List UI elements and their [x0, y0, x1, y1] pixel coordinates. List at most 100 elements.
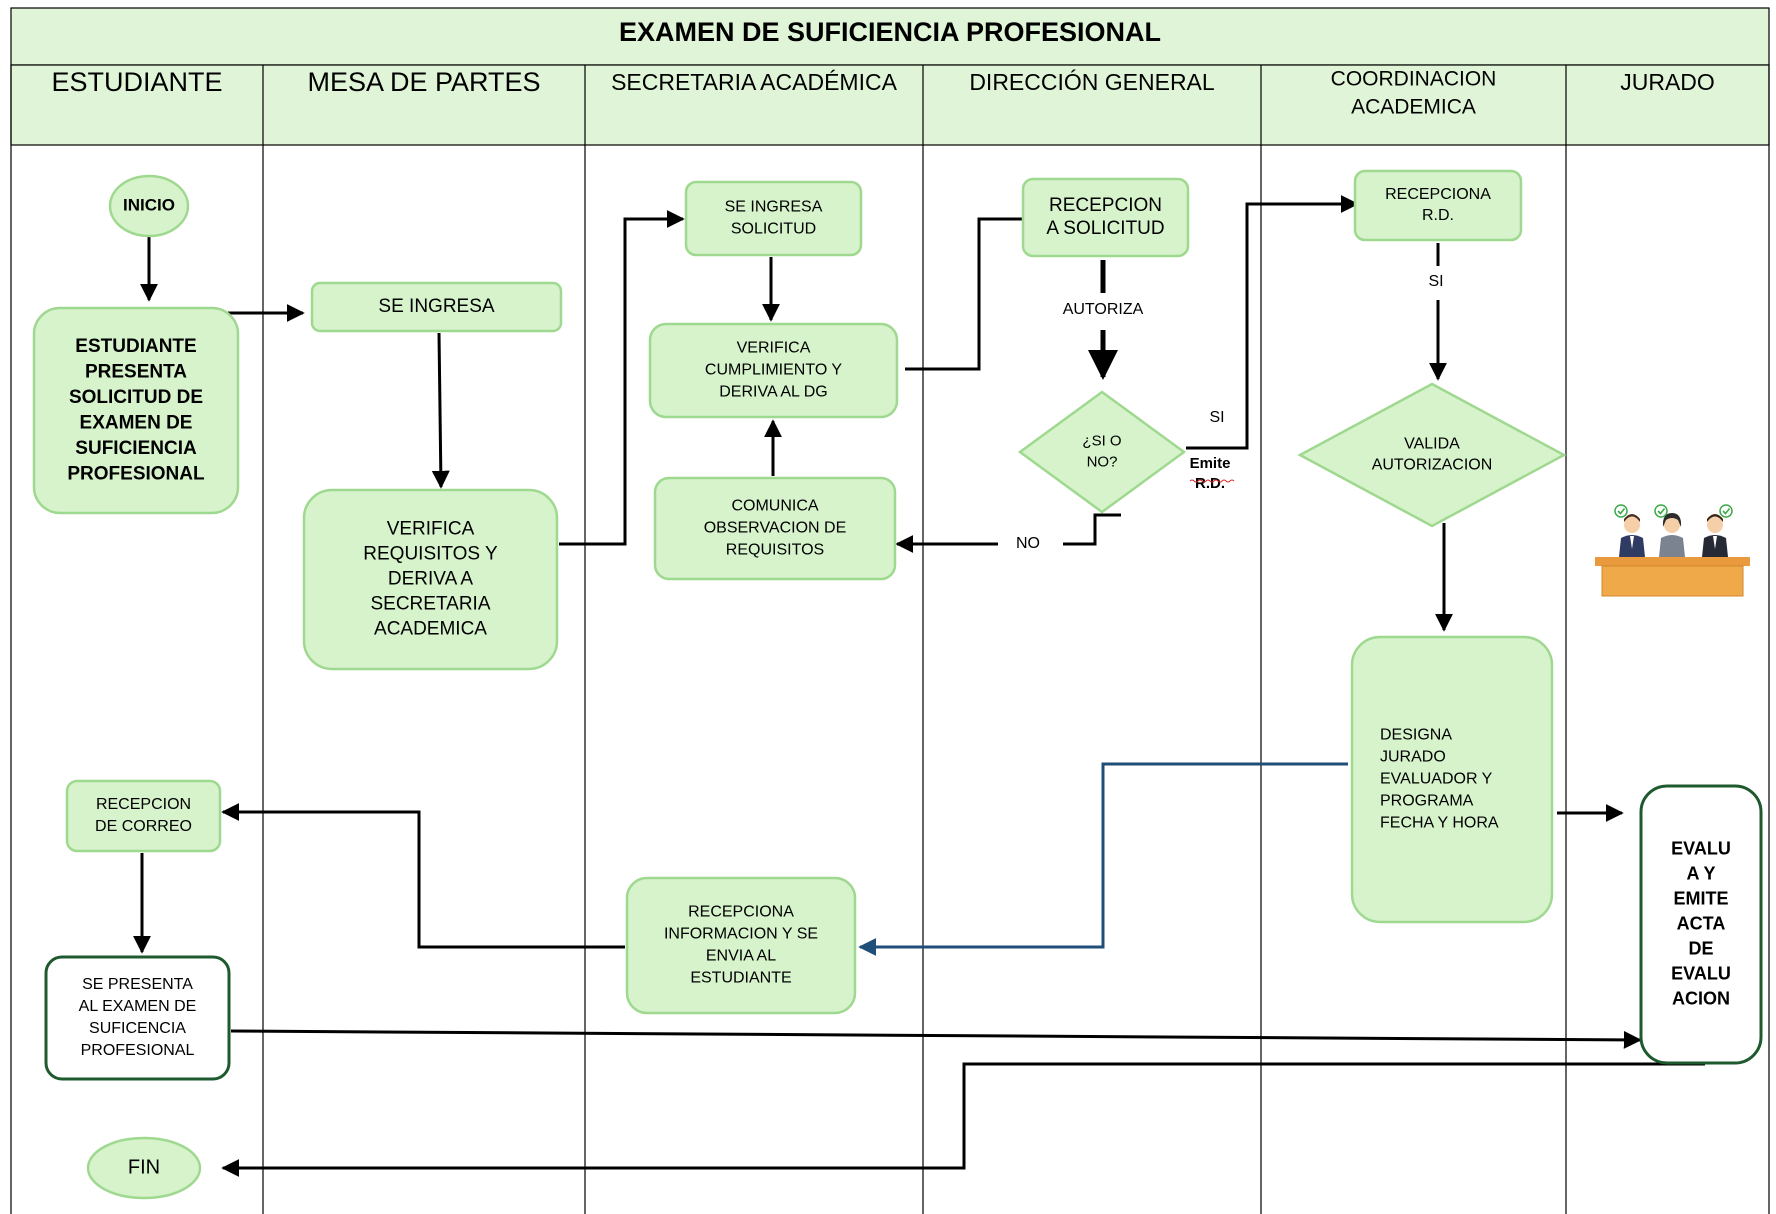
- node-shape: [648, 322, 899, 419]
- lane-header-estudiante-line: ESTUDIANTE: [51, 67, 222, 97]
- node-text-line: VERIFICA: [387, 519, 475, 540]
- node-text-line: ACION: [1672, 988, 1730, 1008]
- label-emite-rd-line: Emite: [1190, 455, 1231, 472]
- node-text-line: NO?: [1087, 453, 1118, 470]
- lane-header-secretaria-academica-line: SECRETARIA ACADÉMICA: [611, 69, 898, 95]
- node-text-line: CUMPLIMIENTO Y: [705, 362, 843, 379]
- label-autoriza: AUTORIZA: [1063, 301, 1144, 318]
- node-text: FIN: [128, 1156, 160, 1178]
- node-text-line: DE CORREO: [95, 818, 192, 835]
- node-shape: [1021, 177, 1190, 258]
- label-no-decision-line: NO: [1016, 535, 1040, 552]
- lane-header-jurado-line: JURADO: [1620, 69, 1715, 95]
- node-text-line: AL EXAMEN DE: [79, 998, 197, 1015]
- node-text-line: REQUISITOS Y: [363, 544, 498, 565]
- node-text-line: SECRETARIA: [370, 594, 490, 615]
- label-emite-rd-line: R.D.: [1195, 475, 1225, 492]
- node-text-line: EVALU: [1671, 963, 1731, 983]
- node-text-line: R.D.: [1422, 207, 1454, 224]
- node-text-line: EVALU: [1671, 838, 1731, 858]
- swimlanes: ESTUDIANTE MESA DE PARTES SECRETARIA ACADÉ…: [10, 65, 1770, 1214]
- lane-header-coordinacion-academica: COORDINACION ACADEMICA: [1331, 68, 1497, 119]
- label-pad: [1005, 531, 1051, 557]
- label-no-decision: NO: [1016, 535, 1040, 552]
- edge-verifica-sa: [559, 210, 685, 546]
- label-autoriza-line: AUTORIZA: [1063, 301, 1144, 318]
- node-text-line: ACTA: [1677, 913, 1726, 933]
- node-fin: FIN: [86, 1136, 202, 1200]
- node-shape: [310, 281, 563, 333]
- node-text-line: JURADO: [1380, 749, 1446, 766]
- lane-header-mesa-de-partes: MESA DE PARTES: [307, 67, 540, 97]
- node-text-line: ACADEMICA: [374, 619, 487, 640]
- node-shape: [684, 180, 863, 257]
- node-text-line: SE INGRESA: [725, 199, 823, 216]
- edge-decision-si-recepciona: [1186, 195, 1359, 450]
- node-se-ingresa: SE INGRESA: [310, 281, 563, 333]
- edge-cumpl-recepcion: [905, 210, 1058, 371]
- jury-panel-icon: [1595, 504, 1750, 597]
- node-text-line: INICIO: [123, 195, 175, 214]
- node-text-line: ENVIA AL: [706, 948, 776, 965]
- node-text-line: EMITE: [1673, 888, 1728, 908]
- edge-designa-recepciona: [858, 762, 1348, 956]
- node-text-line: SUFICIENCIA: [75, 438, 197, 459]
- node-text-line: VERIFICA: [737, 340, 811, 357]
- node-text-line: EVALUADOR Y: [1380, 771, 1493, 788]
- edge-decision-no: [1063, 513, 1121, 546]
- node-text: INICIO: [123, 195, 175, 214]
- node-text: RECEPCIONA R.D.: [1385, 186, 1491, 224]
- edge-presenta-evalua: [230, 1029, 1642, 1049]
- node-shape: [65, 779, 222, 853]
- lane-header-coordinacion-academica-line: ACADEMICA: [1351, 96, 1476, 119]
- node-text-line: RECEPCIONA: [688, 904, 794, 921]
- edge-recepciona-correo: [221, 803, 625, 949]
- lane-header-mesa-de-partes-line: MESA DE PARTES: [307, 67, 540, 97]
- node-text-line: AUTORIZACION: [1372, 457, 1493, 474]
- node-text-line: DESIGNA: [1380, 727, 1452, 744]
- edge-evalua-fin: [221, 1062, 1705, 1177]
- node-shape: [1353, 169, 1523, 242]
- lane-header-coordinacion-academica-line: COORDINACION: [1331, 68, 1497, 91]
- node-text-line: SE INGRESA: [378, 296, 494, 317]
- edge-seingresa-verifica: [431, 332, 450, 489]
- node-shape: [653, 476, 897, 581]
- node-recepciona-rd: RECEPCIONA R.D.: [1353, 169, 1523, 242]
- node-text-line: RECEPCIONA: [1385, 186, 1491, 203]
- node-inicio: INICIO: [108, 174, 190, 238]
- lane-header-jurado: JURADO: [1620, 69, 1715, 95]
- label-pad: [1422, 269, 1450, 295]
- title-bar: [10, 7, 1770, 66]
- label-pad: [1055, 297, 1151, 323]
- spellcheck-underline: [1189, 479, 1235, 483]
- node-shape: [1639, 784, 1763, 1065]
- node-text-line: REQUISITOS: [726, 542, 824, 559]
- node-text-line: ESTUDIANTE: [75, 336, 196, 357]
- node-text: SE INGRESA: [378, 296, 494, 317]
- node-text-line: OBSERVACION DE: [704, 520, 847, 537]
- node-text-line: FIN: [128, 1156, 160, 1178]
- node-shape: [108, 174, 190, 238]
